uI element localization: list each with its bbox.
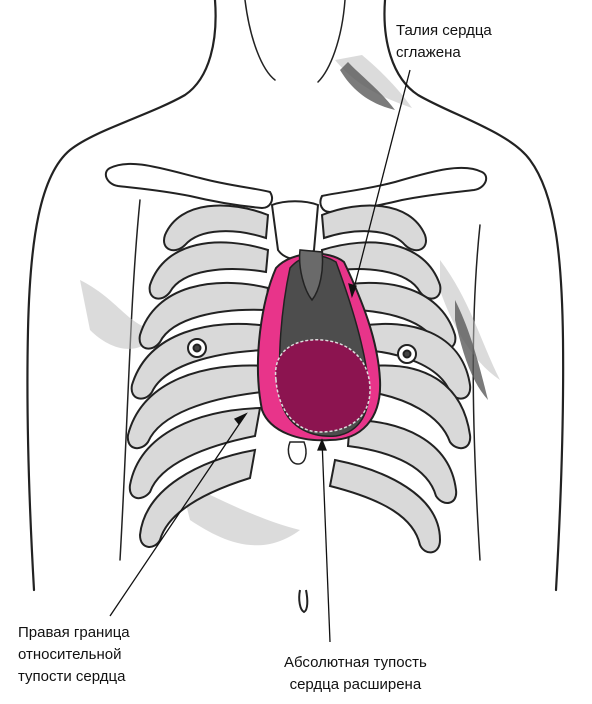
navel [299, 590, 307, 612]
label-absolute-dullness-line-2: сердца расширена [284, 674, 427, 696]
label-absolute-dullness-line-1: Абсолютная тупость [284, 652, 427, 674]
xiphoid-process [288, 442, 306, 464]
label-absolute-dullness: Абсолютная тупость сердца расширена [284, 652, 427, 696]
label-heart-waist-line-2: сглажена [396, 42, 492, 64]
label-right-border-line-2: относительной [18, 644, 130, 666]
left-ribs [128, 205, 268, 546]
label-right-border-line-3: тупости сердца [18, 666, 130, 688]
label-heart-waist: Талия сердца сглажена [396, 20, 492, 64]
label-right-border: Правая граница относительной тупости сер… [18, 622, 130, 688]
label-right-border-line-1: Правая граница [18, 622, 130, 644]
label-heart-waist-line-1: Талия сердца [396, 20, 492, 42]
